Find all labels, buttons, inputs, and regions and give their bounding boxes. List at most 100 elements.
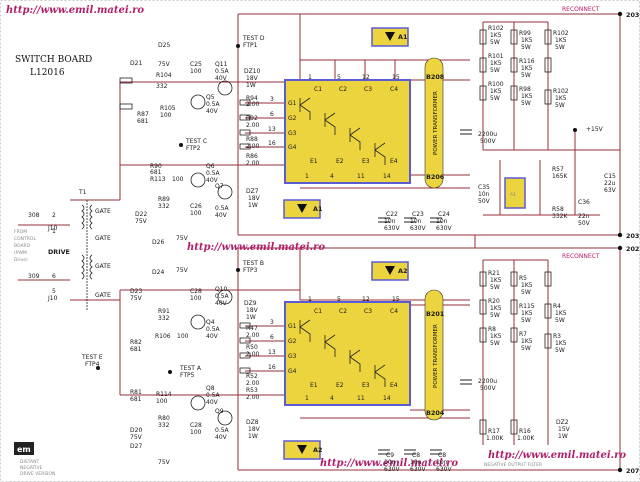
part-R113: R113	[150, 176, 166, 183]
t1-gate-1: GATE	[95, 208, 111, 215]
pb-d24v: 75V	[176, 267, 189, 274]
logo-note-1: NEGATIVE	[20, 465, 43, 471]
pr-r99w: 5W	[521, 44, 531, 51]
pb-D23: D23	[130, 288, 142, 295]
parts-top: D25 D21 75V R104 332 C25 100 Q11 0.5A 40…	[130, 42, 261, 246]
pb-r81v: 681	[130, 396, 142, 403]
mt-e3: E3	[362, 158, 370, 165]
test-e-ftp: FTP4	[85, 361, 100, 368]
mt-pin-15: 15	[392, 74, 400, 81]
mb-pin-15: 15	[392, 296, 400, 303]
cap-bus-top: 2200u	[478, 131, 497, 138]
parts-right-bottom: R21 1K5 5W R5 1K5 5W R20 1K5 5W R115 1K5…	[313, 267, 571, 454]
mt-pin-1: 1	[308, 74, 312, 81]
cap-c24v: 10n	[436, 218, 448, 225]
pb-DZ8: DZ8	[246, 419, 259, 426]
part-Q6: Q6	[206, 163, 215, 170]
pb-d27v: 75V	[158, 459, 171, 466]
cap-C8b: C8	[438, 452, 446, 459]
pb-r114v: 100	[156, 398, 168, 405]
pr-r102a-w: 5W	[490, 39, 500, 46]
test-c-ftp: FTP2	[186, 145, 201, 152]
pr-C15: C15	[604, 173, 616, 180]
pr-r58v: 332K	[552, 213, 568, 220]
header-url: http://www.emil.matei.ro	[6, 5, 144, 16]
pb-R91: R91	[158, 308, 170, 315]
drive-from-2: BOARD	[14, 243, 31, 249]
term-207: 207	[626, 467, 639, 475]
drive-from-1: CONTROL	[14, 236, 36, 242]
mt-g1: G1	[288, 100, 297, 107]
pb-R52: R52	[246, 373, 258, 380]
prb-r21w: 5W	[490, 284, 500, 291]
pb-q9a: 0.5A	[215, 427, 230, 434]
pb-R47: R47	[246, 325, 258, 332]
em-logo	[14, 442, 34, 455]
pr-R100: R100	[488, 81, 504, 88]
term-203-top: 203	[626, 11, 639, 19]
part-r88v: 2.00	[246, 143, 260, 150]
net-plus15: +15V	[586, 126, 604, 133]
terminal-dots	[96, 11, 623, 473]
cap-c8bv: 10n	[436, 459, 448, 466]
part-r105v: 100	[160, 112, 172, 119]
mb-pl-3: 3	[270, 319, 274, 326]
prb-r20v: 1K5	[490, 305, 502, 312]
board-title: SWITCH BOARD	[15, 55, 92, 65]
pb-r82v: 681	[130, 346, 142, 353]
bus-wires	[18, 13, 621, 471]
pb-d23v: 75V	[130, 295, 143, 302]
part-q5v: 40V	[206, 108, 219, 115]
mb-pl-16: 16	[268, 364, 276, 371]
bus-capacitor-labels: C22 10n 630V C23 10n 630V C24 10n 630V 2…	[384, 131, 497, 473]
block-a1-top: A1	[398, 33, 407, 41]
pb-DZ9: DZ9	[244, 300, 257, 307]
part-r113v: 100	[172, 176, 184, 183]
gate-transformer	[81, 200, 93, 310]
net-reconnect-top: RECONNECT	[562, 6, 600, 13]
prb-r16v: 1.00K	[517, 435, 535, 442]
pr-r102b-v: 1K5	[555, 37, 567, 44]
block-a1-mid: A1	[313, 205, 322, 213]
mt-pb-1: 1	[305, 173, 309, 180]
cap-C22: C22	[386, 211, 398, 218]
cap-c24w: 630V	[436, 225, 452, 232]
pr-r101v: 1K5	[490, 60, 502, 67]
mb-pl-13: 13	[268, 349, 276, 356]
mb-e2: E2	[336, 382, 344, 389]
watermark-2: http://www.emil.matei.ro	[320, 458, 458, 469]
part-R87: R87	[137, 111, 149, 118]
term-b208: B208	[426, 73, 445, 81]
pb-dz8v: 18V	[248, 426, 261, 433]
test-b-ftp: FTP3	[243, 267, 258, 274]
pr-C35: C35	[478, 184, 490, 191]
part-c26v: 100	[190, 210, 202, 217]
mt-pl-3: 3	[270, 96, 274, 103]
pr-c15w: 63V	[604, 187, 617, 194]
pb-R53: R53	[246, 387, 258, 394]
cap-c22w: 630V	[384, 225, 400, 232]
part-332: 332	[156, 83, 168, 90]
mt-c1: C1	[314, 86, 322, 93]
pr-r116v: 1K5	[521, 65, 533, 72]
cap-c8av: 10n	[410, 459, 422, 466]
mt-c4: C4	[390, 86, 398, 93]
prb-r5w: 5W	[521, 289, 531, 296]
pb-r106v: 100	[177, 333, 189, 340]
pin-1: 1	[52, 228, 56, 235]
pr-R102a: R102	[488, 25, 504, 32]
mb-g4: G4	[288, 368, 297, 375]
part-D22: D22	[135, 211, 147, 218]
part-D26: D26	[152, 239, 164, 246]
cap-c8aw: 630V	[410, 466, 426, 473]
pb-R106: R106	[155, 333, 171, 340]
pr-c15v: 22u	[604, 180, 616, 187]
part-dz7v: 18V	[248, 195, 261, 202]
part-R94: R94	[246, 95, 258, 102]
term-202: 202	[626, 245, 639, 253]
pr-R102b: R102	[553, 30, 569, 37]
pb-R81: R81	[130, 389, 142, 396]
mb-pin-5: 5	[337, 296, 341, 303]
mt-c3: C3	[364, 86, 372, 93]
